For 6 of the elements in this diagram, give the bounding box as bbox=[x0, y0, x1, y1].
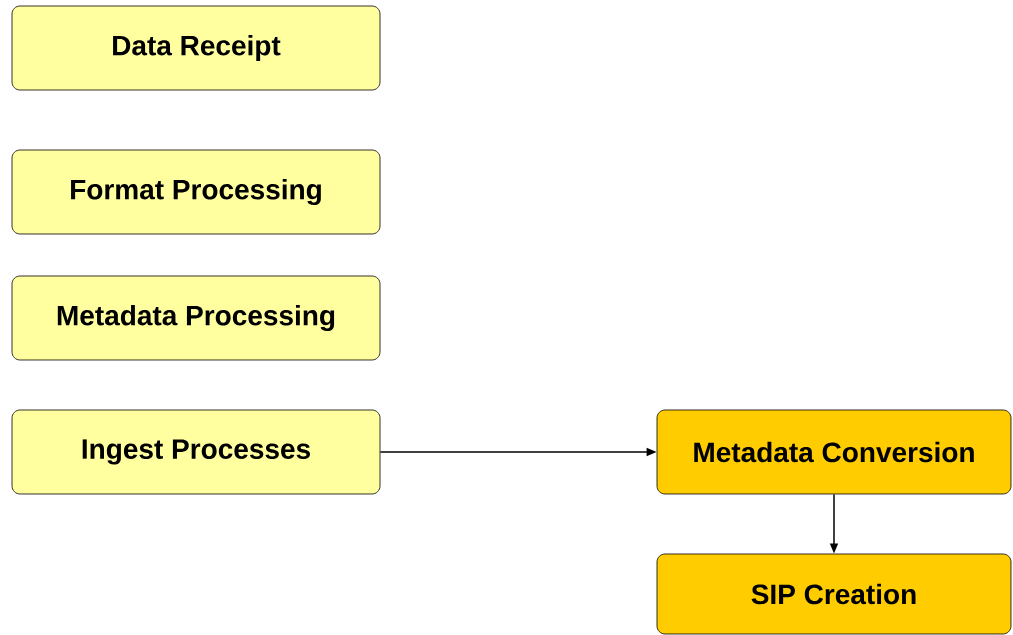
process-box: Ingest Processes bbox=[11, 409, 381, 495]
process-box: Format Processing bbox=[11, 149, 381, 235]
process-box: SIP Creation bbox=[656, 553, 1012, 635]
process-box: Data Receipt bbox=[11, 5, 381, 91]
process-box: Metadata Conversion bbox=[656, 409, 1012, 495]
process-box: Metadata Processing bbox=[11, 275, 381, 361]
